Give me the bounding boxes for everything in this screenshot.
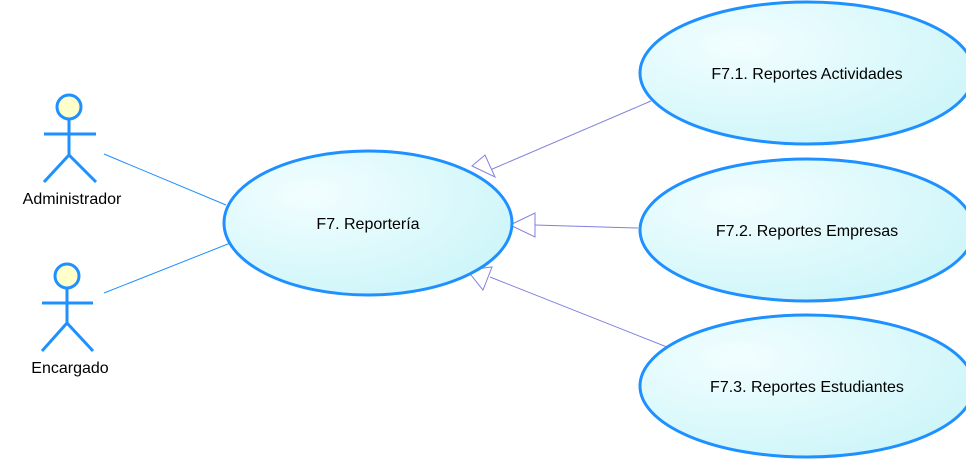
use-case-f71[interactable]: F7.1. Reportes Actividades — [638, 0, 966, 146]
actor-head — [53, 262, 81, 290]
association-admin-f7[interactable] — [103, 153, 227, 206]
association-encargado-f7[interactable] — [103, 241, 234, 294]
use-case-label-f71: F7.1. Reportes Actividades — [711, 66, 902, 83]
generalization-f72-f7[interactable] — [508, 212, 639, 238]
use-case-ellipse — [638, 0, 966, 146]
actor-left-leg — [42, 153, 71, 184]
actor-right-leg — [67, 153, 98, 184]
generalization-line — [489, 100, 652, 171]
use-case-ellipse — [638, 313, 966, 459]
actor-label-administrador: Administrador — [23, 191, 122, 208]
use-case-label-f7: F7. Reportería — [316, 216, 419, 233]
actor-head — [55, 93, 83, 121]
stick-figure-icon — [40, 262, 95, 353]
generalization-arrowhead — [471, 154, 497, 179]
actor-administrador[interactable]: Administrador — [23, 93, 122, 208]
stick-figure-icon — [42, 93, 98, 184]
generalization-f73-f7[interactable] — [466, 266, 673, 350]
use-case-label-f72: F7.2. Reportes Empresas — [716, 223, 898, 240]
generalization-line — [534, 224, 639, 229]
actor-label-encargado: Encargado — [31, 360, 108, 377]
use-case-f7[interactable]: F7. Reportería — [222, 149, 514, 297]
actor-left-leg — [40, 322, 69, 352]
actor-encargado[interactable]: Encargado — [31, 262, 109, 377]
use-case-f72[interactable]: F7.2. Reportes Empresas — [638, 157, 966, 303]
use-case-ellipse — [222, 149, 514, 297]
use-case-ellipse — [638, 157, 966, 303]
actor-right-leg — [65, 321, 95, 353]
generalization-arrowhead — [508, 212, 536, 238]
use-case-label-f73: F7.3. Reportes Estudiantes — [710, 379, 904, 396]
generalization-line — [489, 276, 673, 350]
use-case-f73[interactable]: F7.3. Reportes Estudiantes — [638, 313, 966, 459]
generalization-f71-f7[interactable] — [471, 100, 652, 179]
